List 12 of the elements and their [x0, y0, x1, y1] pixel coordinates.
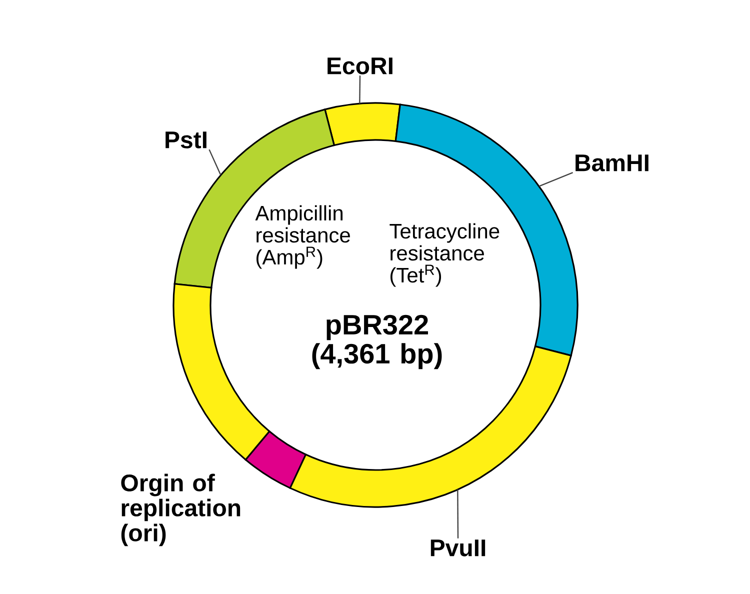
site-label: PstI [166, 132, 206, 148]
region-label: Ampicillin resistance (Amp$^{R}$) [255, 205, 350, 269]
region-label: pBR322 (4,361 bp) [312, 314, 442, 370]
site-label: EcoRI [328, 58, 392, 74]
region-label: Orgin of replication (ori) [121, 474, 240, 546]
region-label: Tetracycline resistance (Tet$^{R}$) [390, 223, 500, 287]
site-label: BamHI [576, 154, 648, 172]
leader-line [359, 76, 361, 104]
site-label: PvuII [430, 540, 486, 556]
leader-line [457, 490, 459, 538]
leader-line [208, 149, 222, 176]
leader-line [538, 172, 574, 187]
